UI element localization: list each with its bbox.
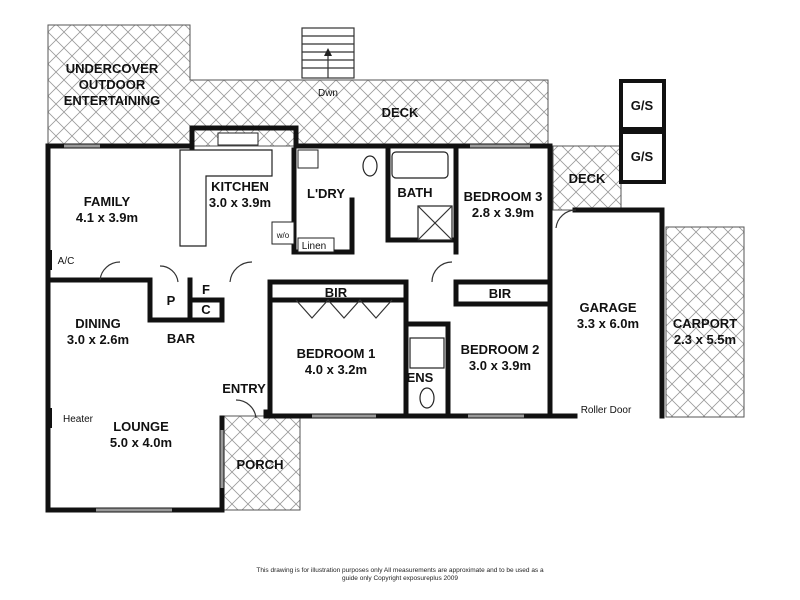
laundry-name: L'DRY (307, 186, 345, 201)
toilet (362, 155, 378, 177)
outdoor-entertaining-line3: ENTERTAINING (64, 93, 161, 108)
porch-label: PORCH (237, 457, 284, 472)
room-labels: FAMILY 4.1 x 3.9m KITCHEN 3.0 x 3.9m L'D… (67, 179, 639, 450)
bedroom2-name: BEDROOM 2 (461, 342, 540, 357)
kitchen-bench (179, 149, 273, 247)
carport-size: 2.3 x 5.5m (674, 332, 736, 347)
carport-name: CARPORT (673, 316, 737, 331)
lounge-name: LOUNGE (113, 419, 169, 434)
interior-walls (45, 143, 553, 419)
kitchen-wo-cabinet (271, 221, 295, 245)
bir1-label: BIR (325, 285, 348, 300)
ensuite-shower (409, 337, 445, 369)
outdoor-entertaining-line1: UNDERCOVER (66, 61, 159, 76)
fixture-labels: w/o Linen A/C P F C BAR BIR BIR ENS ENTR… (58, 231, 632, 425)
kitchen-name: KITCHEN (211, 179, 269, 194)
dining-size: 3.0 x 2.6m (67, 332, 129, 347)
bar-label: BAR (167, 331, 196, 346)
disclaimer: This drawing is for illustration purpose… (256, 567, 544, 582)
door-swings (99, 209, 577, 419)
bir1-doors (295, 299, 393, 319)
side-deck-area (552, 145, 622, 211)
garden-shed-top (619, 79, 666, 131)
disclaimer-line1: This drawing is for illustration purpose… (256, 567, 544, 574)
laundry-tub (297, 149, 319, 169)
heater-label: Heater (63, 414, 94, 425)
cupboard-label: C (201, 302, 211, 317)
garden-shed-bottom (619, 130, 666, 184)
wo-label: w/o (276, 231, 290, 240)
lounge-size: 5.0 x 4.0m (110, 435, 172, 450)
bir2-label: BIR (489, 286, 512, 301)
garden-shed-top-label: G/S (631, 98, 654, 113)
family-size: 4.1 x 3.9m (76, 210, 138, 225)
family-name: FAMILY (84, 194, 131, 209)
porch-area (221, 415, 301, 511)
stairs-down-label: Dwn (318, 88, 338, 99)
ac-unit (46, 250, 52, 270)
linen-cupboard (297, 237, 335, 253)
kitchen-size: 3.0 x 3.9m (209, 195, 271, 210)
kitchen-sink (217, 132, 259, 146)
garage-size: 3.3 x 6.0m (577, 316, 639, 331)
area-labels: UNDERCOVER OUTDOOR ENTERTAINING DECK Dwn… (64, 61, 737, 472)
entry-label: ENTRY (222, 381, 266, 396)
bath-name: BATH (397, 185, 432, 200)
ensuite-toilet (419, 387, 435, 409)
bedroom1-name: BEDROOM 1 (297, 346, 376, 361)
ensuite-label: ENS (407, 370, 434, 385)
bathtub (391, 151, 449, 179)
deck-side-label: DECK (569, 171, 606, 186)
garage-name: GARAGE (579, 300, 636, 315)
bedroom1-size: 4.0 x 3.2m (305, 362, 367, 377)
outdoor-entertaining-line2: OUTDOOR (79, 77, 146, 92)
fridge-label: F (202, 282, 210, 297)
stairs-down (301, 27, 355, 79)
bedroom3-size: 2.8 x 3.9m (472, 205, 534, 220)
deck-main-label: DECK (382, 105, 419, 120)
carport-area (665, 226, 745, 418)
ac-label: A/C (58, 256, 75, 267)
bedroom2-size: 3.0 x 3.9m (469, 358, 531, 373)
dining-name: DINING (75, 316, 121, 331)
garden-shed-bottom-label: G/S (631, 149, 654, 164)
linen-label: Linen (302, 241, 326, 252)
pantry-label: P (167, 293, 176, 308)
disclaimer-line2: guide only Copyright exposureplus 2009 (342, 575, 458, 582)
roller-door-label: Roller Door (581, 405, 632, 416)
bedroom3-name: BEDROOM 3 (464, 189, 543, 204)
heater-unit (46, 408, 52, 428)
